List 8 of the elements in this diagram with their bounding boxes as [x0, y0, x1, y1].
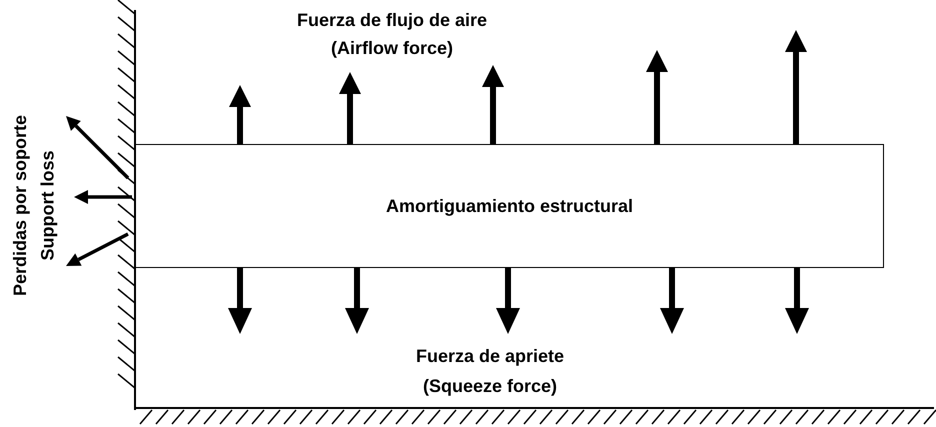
loss-label: Support loss [38, 150, 58, 260]
force-label: Fuerza de apriete [416, 346, 564, 366]
loss-label: Perdidas por soporte [10, 114, 31, 296]
beam-box [135, 144, 884, 268]
force-label: (Squeeze force) [423, 376, 558, 396]
force-label: Fuerza de flujo de aire [297, 10, 488, 30]
beam-label: Amortiguamiento estructural [386, 196, 634, 216]
force-label: (Airflow force) [331, 38, 454, 58]
